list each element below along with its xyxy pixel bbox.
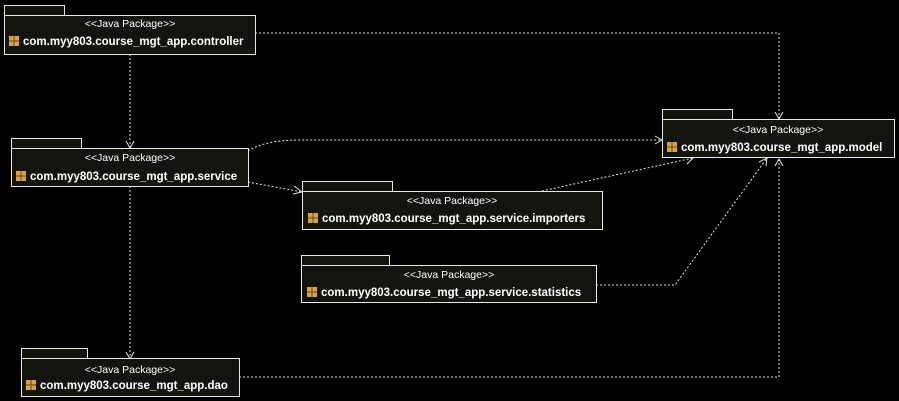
package-name: com.myy803.course_mgt_app.service.import… xyxy=(322,213,585,225)
package-name: com.myy803.course_mgt_app.service.statis… xyxy=(321,287,581,299)
package-controller[interactable]: <<Java Package>> com.myy803.course_mgt_a… xyxy=(4,5,256,55)
package-tab xyxy=(662,109,733,120)
package-statistics[interactable]: <<Java Package>> com.myy803.course_mgt_a… xyxy=(301,255,597,303)
package-body xyxy=(301,265,597,303)
package-body xyxy=(302,191,603,230)
package-tab xyxy=(21,348,88,359)
package-tab xyxy=(4,5,65,16)
dependency-controller-model[interactable] xyxy=(255,32,784,121)
package-stereotype: <<Java Package>> xyxy=(733,124,824,136)
package-body xyxy=(21,358,240,397)
package-importers[interactable]: <<Java Package>> com.myy803.course_mgt_a… xyxy=(302,181,603,230)
package-body xyxy=(4,15,256,55)
dependency-controller-service[interactable] xyxy=(125,54,135,150)
package-icon xyxy=(26,380,36,390)
package-icon xyxy=(308,213,318,223)
package-stereotype: <<Java Package>> xyxy=(404,269,495,281)
package-stereotype: <<Java Package>> xyxy=(85,364,176,376)
package-stereotype: <<Java Package>> xyxy=(407,195,498,207)
package-icon xyxy=(16,171,26,181)
package-name: com.myy803.course_mgt_app.controller xyxy=(23,36,244,48)
package-dao[interactable]: <<Java Package>> com.myy803.course_mgt_a… xyxy=(21,348,240,397)
package-name: com.myy803.course_mgt_app.service xyxy=(30,171,237,183)
package-icon xyxy=(307,287,317,297)
dependencies xyxy=(125,32,784,378)
package-tab xyxy=(11,138,82,149)
package-tab xyxy=(302,181,393,192)
dependency-statistics-model[interactable] xyxy=(596,157,768,286)
package-body xyxy=(662,119,895,158)
dependency-dao-model[interactable] xyxy=(239,157,784,378)
dependency-service-importers[interactable] xyxy=(247,181,304,195)
dependency-service-dao[interactable] xyxy=(125,186,135,361)
package-name: com.myy803.course_mgt_app.model xyxy=(681,142,882,154)
package-body xyxy=(11,148,249,187)
dependency-service-model[interactable] xyxy=(247,135,664,152)
package-icon xyxy=(667,142,677,152)
package-service[interactable]: <<Java Package>> com.myy803.course_mgt_a… xyxy=(11,138,249,187)
package-tab xyxy=(301,255,390,266)
package-model[interactable]: <<Java Package>> com.myy803.course_mgt_a… xyxy=(662,109,895,158)
package-name: com.myy803.course_mgt_app.dao xyxy=(40,380,228,392)
dependency-importers-model[interactable] xyxy=(541,155,694,192)
package-stereotype: <<Java Package>> xyxy=(85,18,176,30)
package-icon xyxy=(9,36,19,46)
package-stereotype: <<Java Package>> xyxy=(85,152,176,164)
